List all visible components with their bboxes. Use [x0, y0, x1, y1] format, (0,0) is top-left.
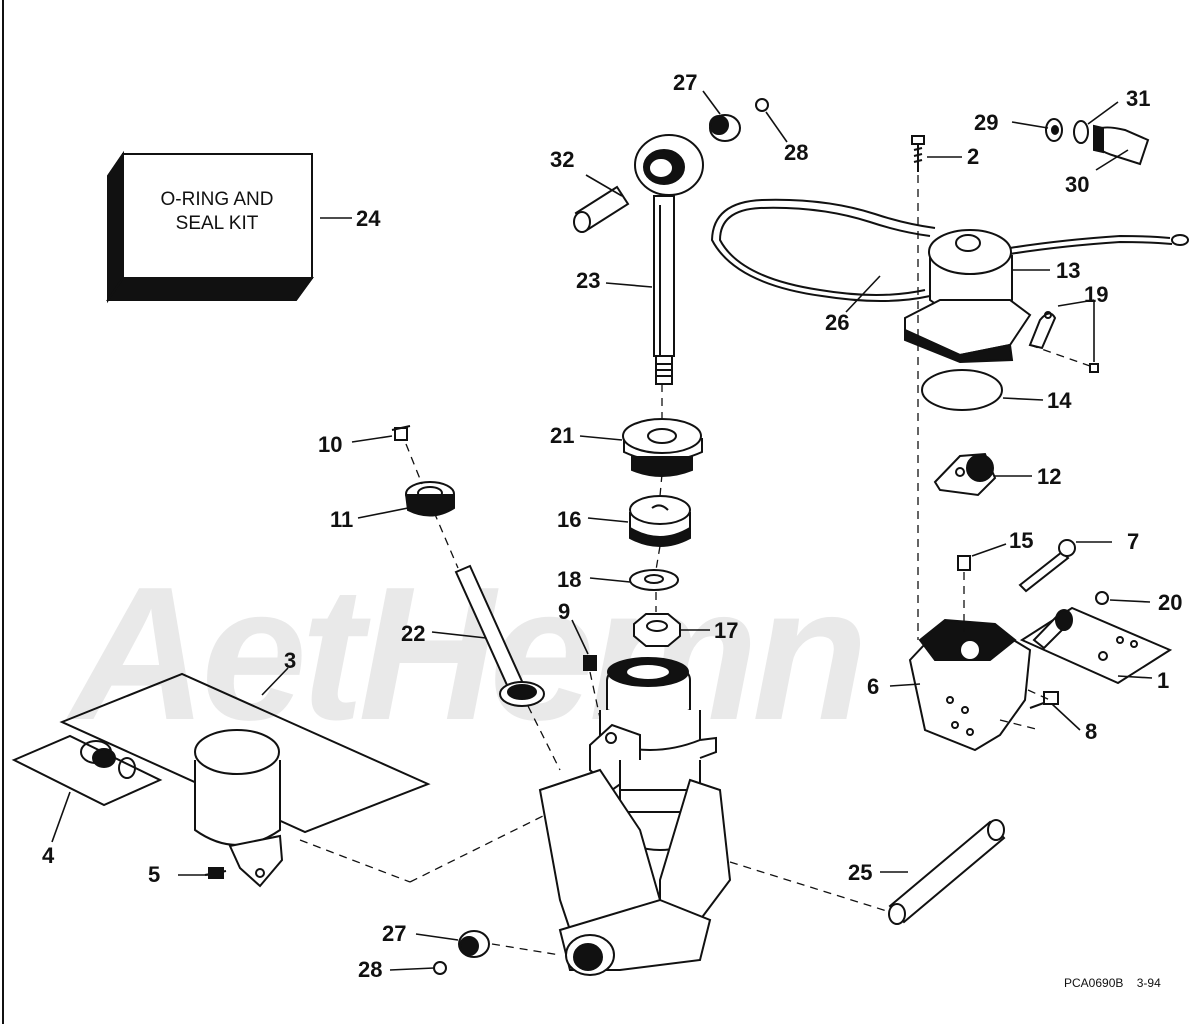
assembly-lines — [299, 175, 1091, 956]
long-screw-7 — [1018, 539, 1076, 593]
cup-4 — [80, 740, 136, 779]
label-32: 32 — [550, 147, 575, 172]
drawing-code: PCA0690B 3-94 — [1064, 976, 1161, 990]
label-31: 31 — [1126, 86, 1151, 111]
clip-19 — [1028, 311, 1099, 373]
label-27-bottom: 27 — [382, 921, 407, 946]
label-22: 22 — [401, 621, 426, 646]
label-1: 1 — [1157, 668, 1170, 693]
label-24: 24 — [356, 206, 381, 231]
o-ring-31 — [1073, 120, 1089, 144]
screw-5 — [204, 867, 227, 879]
label-19: 19 — [1084, 282, 1109, 307]
bushing-27-top — [709, 114, 741, 142]
gasket-4 — [11, 734, 163, 807]
label-18: 18 — [557, 567, 582, 592]
set-screw-9 — [583, 655, 597, 671]
label-11: 11 — [330, 507, 354, 532]
label-13: 13 — [1056, 258, 1081, 283]
plug-15 — [957, 555, 971, 571]
label-15: 15 — [1009, 528, 1034, 553]
reservoir-cylinder — [194, 729, 284, 888]
label-21: 21 — [550, 423, 575, 448]
label-25: 25 — [848, 860, 873, 885]
label-27-top: 27 — [673, 70, 698, 95]
ring-28-top — [755, 98, 769, 112]
label-12: 12 — [1037, 464, 1062, 489]
drawing-date: 3-94 — [1136, 976, 1161, 990]
bolt-2 — [911, 135, 925, 172]
valve-10 — [391, 425, 411, 441]
label-10: 10 — [318, 432, 343, 457]
o-ring-14 — [921, 369, 1003, 411]
fitting-11 — [405, 481, 455, 517]
label-6: 6 — [867, 674, 880, 699]
washer-18 — [629, 569, 679, 591]
filter-12 — [933, 452, 997, 497]
label-17: 17 — [714, 618, 739, 643]
trim-housing — [538, 657, 732, 976]
drawing-id: PCA0690B — [1064, 976, 1124, 990]
leader-lines — [51, 90, 1153, 971]
boot-30 — [1093, 124, 1150, 166]
nut-17 — [633, 613, 681, 647]
ring-28-bottom — [433, 961, 447, 975]
piston-16 — [629, 495, 691, 547]
label-28-top: 28 — [784, 140, 809, 165]
label-20: 20 — [1158, 590, 1183, 615]
kit-title-line1: O-RING AND — [160, 189, 274, 210]
label-30: 30 — [1065, 172, 1090, 197]
valve-kit-1 — [1019, 606, 1173, 685]
label-28-bottom: 28 — [358, 957, 383, 982]
label-14: 14 — [1047, 388, 1072, 413]
label-7: 7 — [1127, 529, 1140, 554]
ring-20 — [1095, 591, 1109, 605]
label-8: 8 — [1085, 719, 1098, 744]
cap-21 — [622, 418, 703, 477]
kit-title-line2: SEAL KIT — [175, 213, 259, 234]
pivot-pin-25 — [888, 819, 1006, 925]
label-16: 16 — [557, 507, 582, 532]
screw-8 — [1029, 691, 1059, 709]
washer-29 — [1045, 118, 1063, 142]
pin-32 — [573, 185, 630, 233]
bushing-27-bottom — [458, 930, 490, 958]
tube-22 — [454, 564, 545, 707]
motor-13 — [904, 229, 1032, 364]
label-26: 26 — [825, 310, 850, 335]
label-3: 3 — [284, 648, 297, 673]
label-9: 9 — [558, 599, 571, 624]
label-2: 2 — [967, 144, 980, 169]
kit-title: O-RING AND SEAL KIT — [133, 188, 301, 236]
label-23: 23 — [576, 268, 601, 293]
wire-harness-26 — [710, 198, 1189, 302]
label-29: 29 — [974, 110, 999, 135]
label-4: 4 — [42, 843, 55, 868]
label-5: 5 — [148, 862, 161, 887]
trim-rod-23 — [634, 134, 704, 385]
pump-body-6 — [908, 618, 1032, 752]
seal-kit-box — [106, 150, 314, 304]
